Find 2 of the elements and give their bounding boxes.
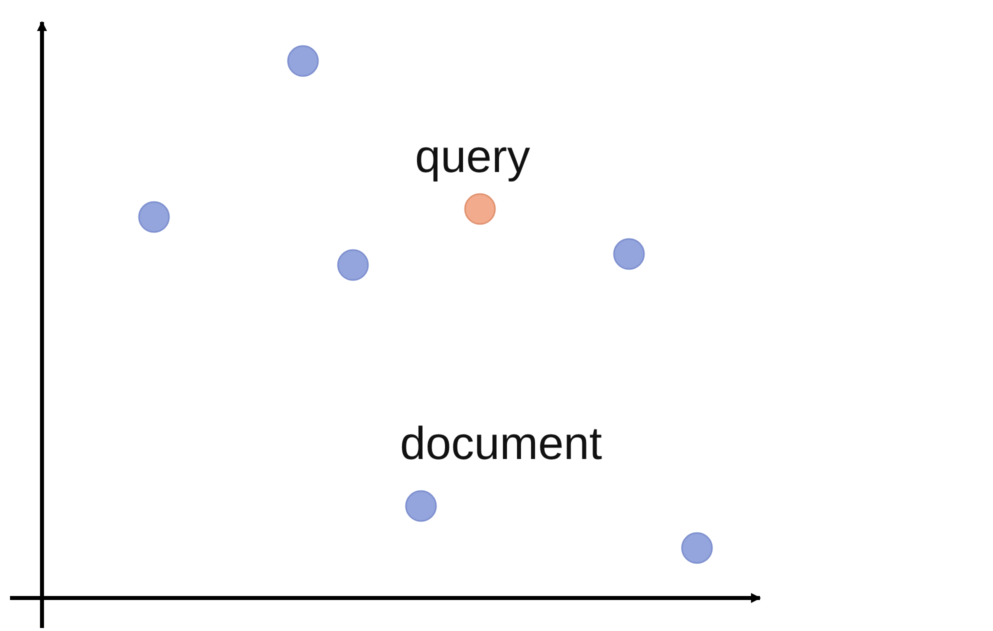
point-label: query [415,133,530,179]
point-label: document [400,420,602,466]
